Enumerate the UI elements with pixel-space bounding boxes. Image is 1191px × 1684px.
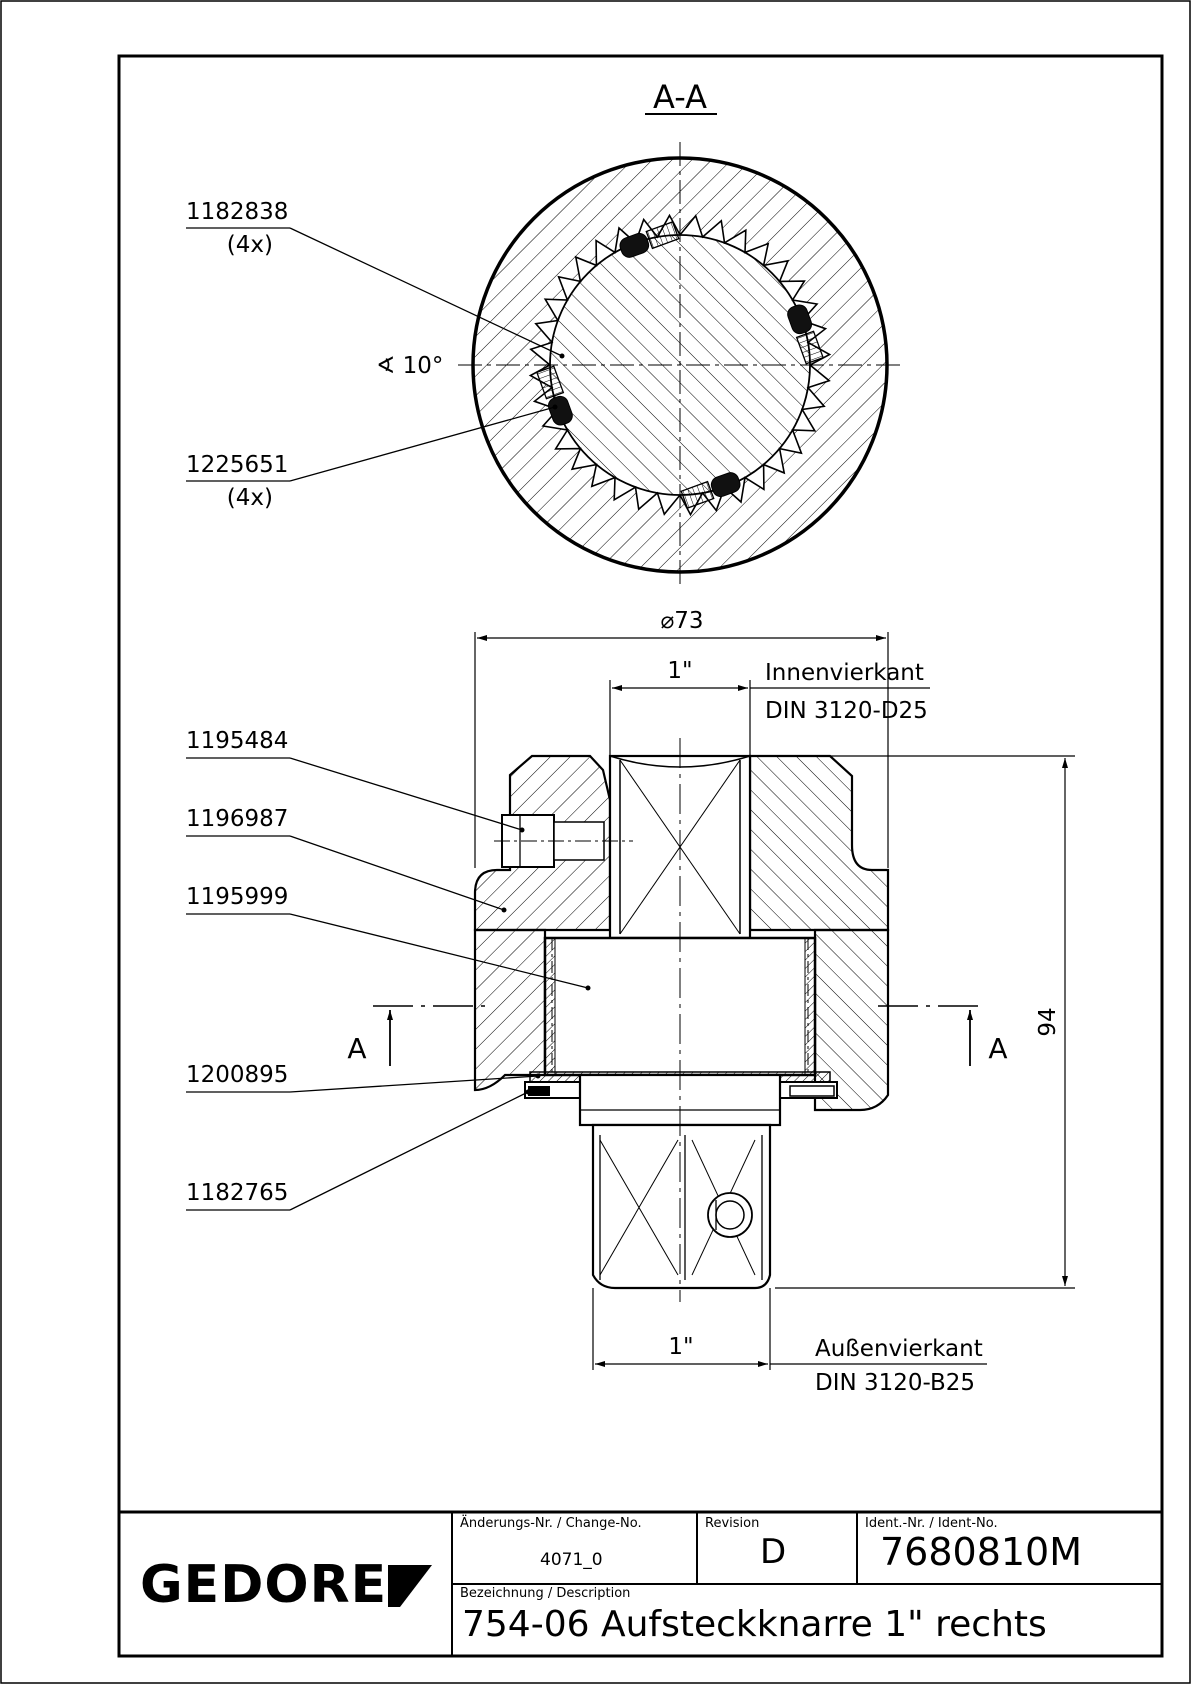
dimension-top-square-text: 1" bbox=[667, 658, 692, 684]
pawl-spring bbox=[536, 365, 565, 400]
section-marker-right: A bbox=[878, 1005, 1008, 1066]
callout-1225651: 1225651 (4x) bbox=[186, 404, 558, 511]
company-logo: GEDORE bbox=[140, 1555, 388, 1615]
pawl-spring bbox=[680, 480, 715, 509]
side-section-view bbox=[473, 738, 890, 1302]
note-outer-square: Außenvierkant DIN 3120-B25 bbox=[770, 1336, 987, 1396]
callout-quantity: (4x) bbox=[227, 485, 273, 511]
angle-label: ∢ 10° bbox=[376, 353, 443, 379]
body-right-upper bbox=[748, 754, 890, 932]
logo-mark bbox=[388, 1565, 432, 1607]
description-label: Bezeichnung / Description bbox=[460, 1586, 631, 1601]
revision-value: D bbox=[760, 1532, 787, 1572]
callout-1195484: 1195484 bbox=[186, 728, 525, 833]
callout-part-number: 1182765 bbox=[186, 1180, 288, 1206]
section-view bbox=[458, 142, 905, 588]
pawl-spring bbox=[795, 330, 824, 365]
section-title: A-A bbox=[653, 78, 707, 116]
dimension-diameter: ⌀73 bbox=[474, 608, 889, 868]
dimension-height: 94 bbox=[775, 755, 1075, 1289]
pawl bbox=[619, 232, 650, 258]
callout-part-number: 1182838 bbox=[186, 199, 288, 225]
pawl-assembly bbox=[680, 472, 741, 509]
note-inner-square-std: DIN 3120-D25 bbox=[765, 698, 928, 724]
callout-part-number: 1195999 bbox=[186, 884, 288, 910]
change-label: Änderungs-Nr. / Change-No. bbox=[460, 1516, 642, 1531]
title-block bbox=[117, 1510, 1164, 1658]
ident-value: 7680810M bbox=[880, 1530, 1083, 1574]
dimension-top-square: 1" bbox=[609, 658, 751, 756]
pawl bbox=[787, 304, 813, 335]
callout-1182838: 1182838 (4x) bbox=[186, 199, 565, 359]
callout-1196987: 1196987 bbox=[186, 806, 507, 913]
change-value: 4071_0 bbox=[540, 1550, 603, 1570]
callout-part-number: 1200895 bbox=[186, 1062, 288, 1088]
pawl bbox=[710, 472, 741, 498]
callout-part-number: 1225651 bbox=[186, 452, 288, 478]
ident-label: Ident.-Nr. / Ident-No. bbox=[865, 1516, 998, 1531]
revision-label: Revision bbox=[705, 1516, 760, 1531]
pawl-assembly bbox=[536, 365, 573, 426]
callout-1200895: 1200895 bbox=[186, 1062, 541, 1093]
note-inner-square-title: Innenvierkant bbox=[765, 660, 924, 686]
callout-1195999: 1195999 bbox=[186, 884, 591, 991]
callout-1182765: 1182765 bbox=[186, 1089, 531, 1211]
callout-part-number: 1195484 bbox=[186, 728, 288, 754]
callout-part-number: 1196987 bbox=[186, 806, 288, 832]
body-right-lower bbox=[813, 928, 890, 1112]
note-outer-square-title: Außenvierkant bbox=[815, 1336, 983, 1362]
pawl-spring bbox=[645, 221, 680, 250]
note-outer-square-std: DIN 3120-B25 bbox=[815, 1370, 975, 1396]
note-inner-square: Innenvierkant DIN 3120-D25 bbox=[750, 660, 930, 724]
body-left-lower bbox=[473, 928, 547, 1092]
outer-square-drive bbox=[591, 1123, 772, 1290]
pawl-assembly bbox=[619, 221, 680, 258]
pawl-group bbox=[536, 221, 824, 509]
dimension-bottom-square: 1" bbox=[592, 1288, 771, 1370]
pawl bbox=[547, 395, 573, 426]
dimension-diameter-text: ⌀73 bbox=[660, 608, 703, 634]
description-value: 754-06 Aufsteckknarre 1" rechts bbox=[462, 1604, 1047, 1645]
section-marker-right-label: A bbox=[988, 1032, 1007, 1065]
pawl-assembly bbox=[787, 304, 824, 365]
section-marker-left-label: A bbox=[347, 1032, 366, 1065]
dimension-bottom-square-text: 1" bbox=[668, 1334, 693, 1360]
dimension-height-text: 94 bbox=[1035, 1007, 1061, 1036]
section-marker-left: A bbox=[347, 1005, 492, 1066]
callout-quantity: (4x) bbox=[227, 232, 273, 258]
